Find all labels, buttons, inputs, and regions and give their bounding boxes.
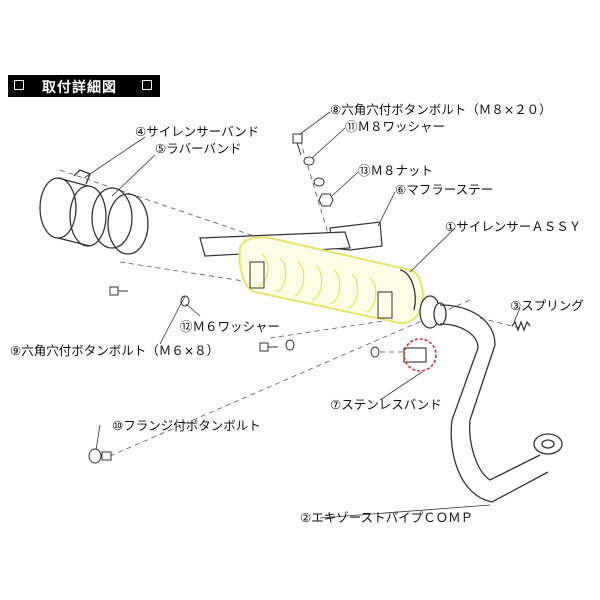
silencer-assy-part — [238, 236, 447, 329]
label-m8-washer: ⑪Ｍ８ワッシャー — [345, 119, 445, 134]
left-square-icon — [14, 80, 24, 90]
label-silencer-assy: ①サイレンサーＡＳＳＹ — [445, 219, 581, 234]
m6-bolt-part — [109, 286, 295, 352]
label-m6-washer: ⑫Ｍ６ワッシャー — [180, 319, 280, 334]
stainless-band-part — [370, 338, 437, 372]
rubber-band-part — [91, 187, 149, 255]
silencer-band-part — [39, 169, 107, 247]
section-title: 取付詳細図 — [42, 80, 117, 96]
m8-bolt-stack-part — [292, 133, 334, 207]
label-m6-button-bolt: ⑨六角穴付ボタンボルト（Ｍ６×８） — [10, 343, 219, 358]
flange-bolt-part — [88, 448, 112, 464]
section-header: 取付詳細図 — [8, 75, 160, 97]
label-flange-bolt: ⑩フランジ付ボタンボルト — [112, 418, 261, 433]
label-muffler-stay: ⑥マフラーステー — [395, 182, 493, 197]
label-spring: ③スプリング — [510, 298, 584, 313]
leader-lines — [83, 111, 521, 519]
label-rubber-band: ⑤ラバーバンド — [155, 141, 242, 156]
label-silencer-band: ④サイレンサーバンド — [135, 124, 259, 139]
assembly-guide-lines — [59, 139, 521, 457]
right-square-icon — [142, 80, 152, 90]
label-exhaust-pipe: ②エキゾーストパイプＣＯＭＰ — [300, 510, 473, 525]
label-stainless-band: ⑦ステンレスバンド — [330, 397, 442, 412]
exhaust-pipe-part — [439, 304, 563, 503]
label-m8-nut: ⑬Ｍ８ナット — [358, 163, 433, 178]
label-m8-button-bolt: ⑧六角穴付ボタンボルト（Ｍ８×２０） — [330, 102, 552, 117]
spring-part — [511, 320, 531, 332]
